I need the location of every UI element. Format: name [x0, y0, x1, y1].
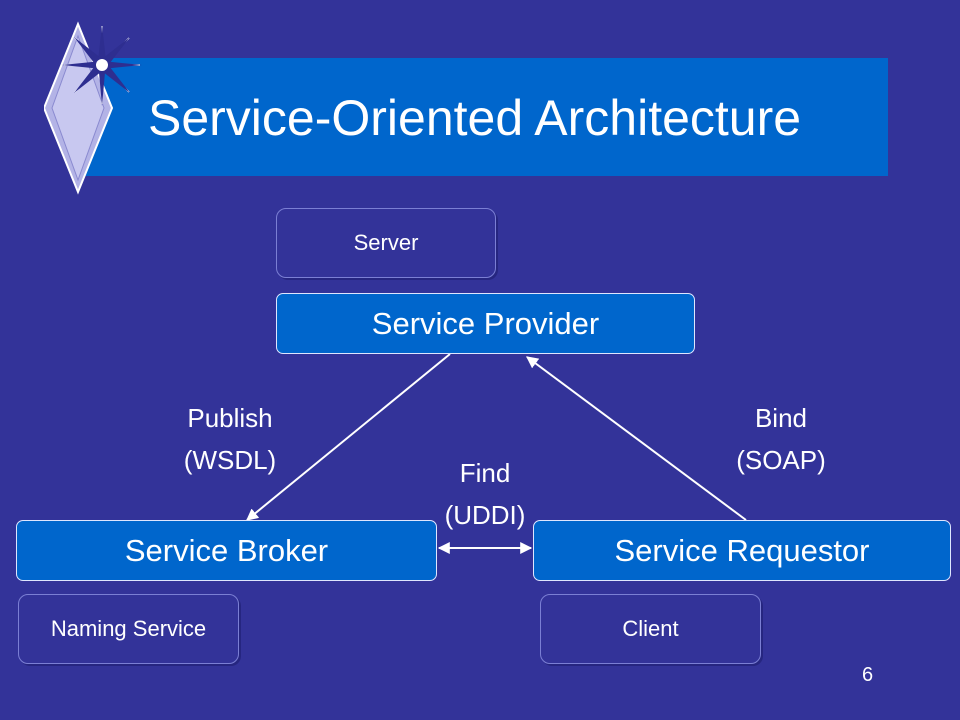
- bind-label-line2: (SOAP): [736, 445, 826, 475]
- bind-label-line1: Bind: [754, 403, 808, 433]
- server-box: Server: [276, 208, 496, 278]
- publish-label-line1: Publish: [187, 403, 273, 433]
- diamond-star-icon: [44, 21, 142, 195]
- service-broker-box: Service Broker: [16, 520, 437, 581]
- publish-arrow: [246, 353, 451, 521]
- find-label: Find (UDDI): [410, 452, 560, 536]
- publish-label: Publish (WSDL): [155, 397, 305, 481]
- client-box: Client: [540, 594, 761, 664]
- find-label-line1: Find: [459, 458, 511, 488]
- slide-title: Service-Oriented Architecture: [148, 90, 802, 146]
- bind-arrow: [526, 356, 747, 521]
- page-number: 6: [862, 664, 874, 686]
- service-provider-box: Service Provider: [276, 293, 695, 354]
- find-label-line2: (UDDI): [444, 500, 526, 530]
- title-bar: [84, 58, 888, 176]
- service-requestor-box: Service Requestor: [533, 520, 951, 581]
- publish-label-line2: (WSDL): [183, 445, 277, 475]
- naming-service-box: Naming Service: [18, 594, 239, 664]
- bind-label: Bind (SOAP): [706, 397, 856, 481]
